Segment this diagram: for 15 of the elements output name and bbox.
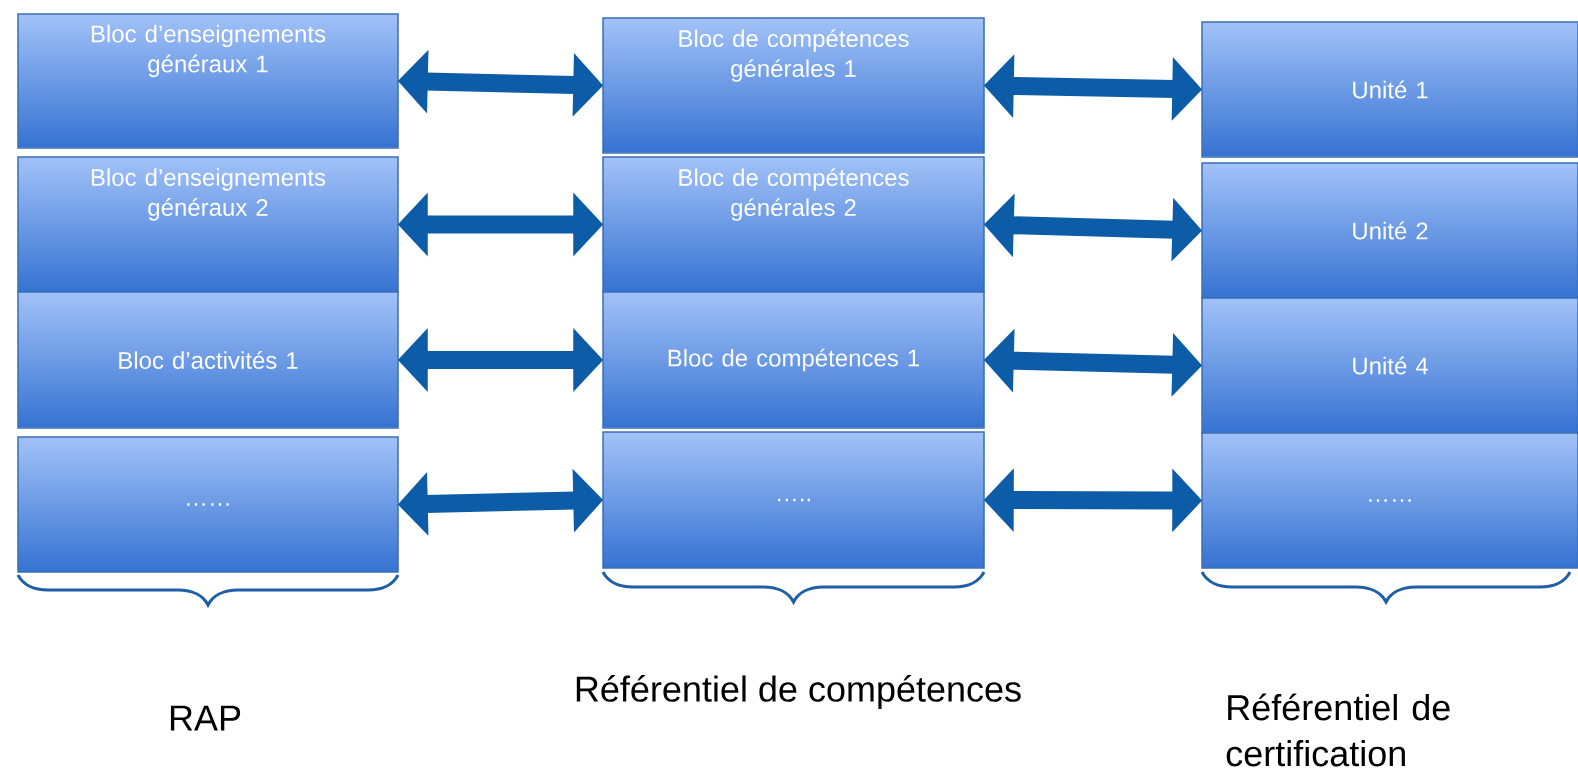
block-box: Bloc d’activités 1 [17, 291, 399, 429]
column-label: RAP [170, 705, 241, 731]
column-label: Référentiel de compétences [576, 675, 1021, 709]
block-box: Bloc de compétences générales 2 [602, 156, 985, 293]
block-box: Bloc d’enseignements généraux 2 [17, 156, 399, 293]
block-box: Unité 4 [1201, 297, 1578, 434]
block-box: Bloc de compétences générales 1 [602, 17, 985, 154]
block-box: Bloc de compétences 1 [602, 291, 985, 429]
column-label: Référentiel de certification [1226, 693, 1450, 767]
block-box: Bloc d’enseignements généraux 1 [17, 13, 399, 149]
block-box: …… [1201, 432, 1578, 569]
block-box: …… [17, 436, 399, 573]
block-box: ….. [602, 431, 985, 569]
block-box: Unité 2 [1201, 162, 1578, 299]
block-box: Unité 1 [1201, 21, 1578, 158]
